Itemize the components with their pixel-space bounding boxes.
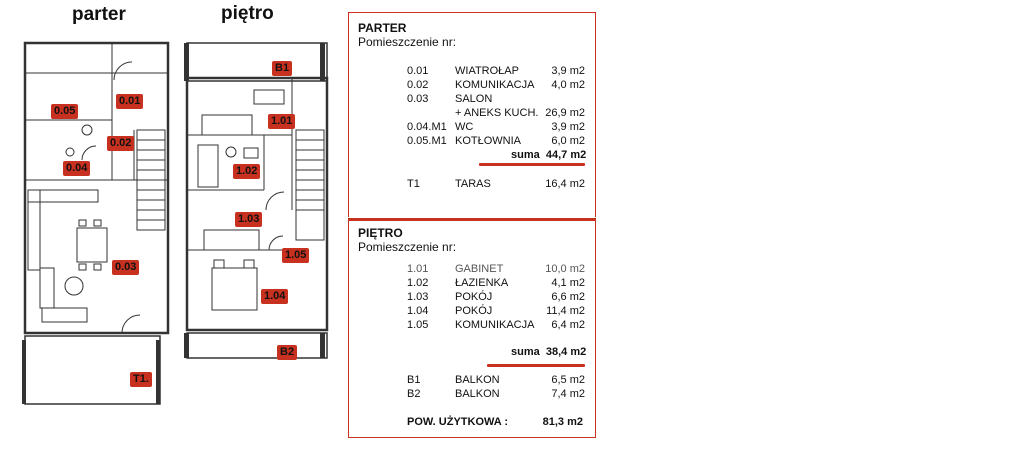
room-tag-1-02: 1.02 [233, 164, 261, 179]
upper-floor-title: piętro [221, 3, 274, 24]
ground-floor-subheading: Pomieszczenie nr: [358, 35, 457, 49]
room-tag-t1: T1. [130, 372, 152, 387]
ground-floor-sum-line [479, 163, 585, 166]
room-tag-0-01: 0.01 [116, 94, 144, 109]
room-tag-1-03: 1.03 [235, 212, 263, 227]
room-tag-0-04: 0.04 [63, 161, 91, 176]
room-tag-0-03: 0.03 [112, 260, 140, 275]
upper-floor-plan [184, 42, 329, 359]
upper-floor-sum-line [487, 364, 585, 367]
total-usable-area-label: POW. UŻYTKOWA : [407, 416, 509, 428]
ground-floor-sum: suma 44,7 m2 [511, 149, 587, 161]
room-tag-0-05: 0.05 [51, 104, 79, 119]
ground-floor-plan [22, 41, 170, 405]
upper-floor-subheading: Pomieszczenie nr: [358, 240, 457, 254]
total-usable-area-value: 81,3 m2 [542, 416, 583, 428]
room-tag-1-04: 1.04 [261, 289, 289, 304]
upper-floor-heading: PIĘTRO [358, 226, 403, 240]
room-tag-0-02: 0.02 [107, 136, 135, 151]
room-tag-b2: B2 [277, 345, 298, 360]
upper-floor-sum: suma 38,4 m2 [511, 346, 587, 358]
room-tag-b1: B1 [272, 61, 293, 76]
ground-floor-title: parter [72, 4, 126, 25]
ground-floor-heading: PARTER [358, 21, 407, 35]
room-tag-1-05: 1.05 [282, 248, 310, 263]
table-row: + ANEKS KUCH.26,9 m2 [455, 107, 585, 119]
room-tag-1-01: 1.01 [268, 114, 296, 129]
